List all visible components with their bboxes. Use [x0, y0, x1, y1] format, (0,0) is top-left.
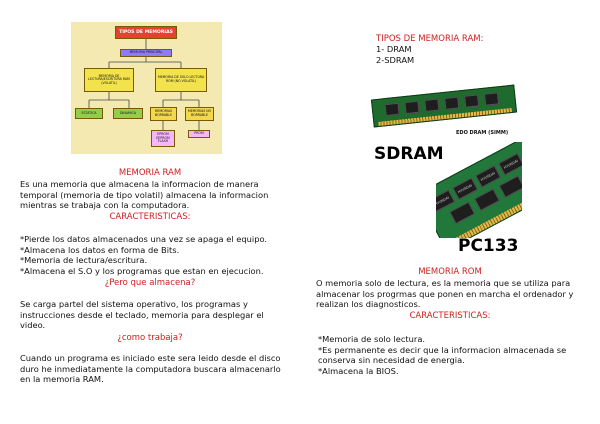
paragraph-line: Cuando un programa es iniciado este sera… — [20, 353, 281, 363]
chip-label: HYUNDAI — [480, 171, 496, 182]
chip-label: HYUNDAI — [457, 183, 473, 195]
memory-types-diagram: TIPOS DE MEMORIAS MEMORIA PRINCIPAL MEMO… — [71, 22, 222, 154]
list-item: *Almacena los datos en forma de Bits. — [20, 244, 180, 255]
pc133-label: PC133 — [458, 236, 519, 256]
diagram-title-box: TIPOS DE MEMORIAS — [115, 26, 177, 39]
what-stores-heading: ¿Pero que almacena? — [104, 278, 196, 288]
diagram-main-memory-box: MEMORIA PRINCIPAL — [120, 49, 172, 57]
list-item: *Almacena el S.O y los programas que est… — [20, 265, 264, 276]
list-item: conserva sin necesidad de energia. — [318, 355, 465, 366]
list-item: *Memoria de lectura/escritura. — [20, 255, 148, 266]
ram-intro: Es una memoria que almacena la informaci… — [20, 179, 302, 211]
diagram-connectors — [88, 39, 200, 130]
chip-label: HYUNDAI — [436, 195, 450, 207]
what-stores-text: Se carga partel del sistema operativo, l… — [20, 299, 302, 331]
rom-characteristics-heading: CARACTERISTICAS: — [409, 311, 491, 321]
list-item: *Pierde los datos almacenados una vez se… — [20, 234, 268, 244]
ram-heading: MEMORIA RAM — [118, 168, 182, 178]
diagram-dynamic-box: DINAMICA — [113, 108, 143, 119]
diagram-eprom-box: EPROM EEPROM FLASH — [151, 130, 175, 147]
paragraph-line: instrucciones desde el teclado, memoria … — [20, 309, 264, 320]
paragraph-line: video. — [20, 320, 46, 331]
rom-intro-line: O memoria solo de lectura, es la memoria… — [316, 278, 571, 288]
diagram-erasable-box: MEMORIAS BORRABLE — [150, 107, 177, 121]
list-item: *Memoria de solo lectura. — [318, 334, 426, 344]
rom-heading: MEMORIA ROM — [418, 267, 482, 277]
edo-dram-photo: EDO DRAM (SIMM) — [368, 70, 518, 140]
diagram-non-erasable-box: MEMORIAS NO BORRABLE — [185, 107, 214, 121]
sdram-photo: HYUNDAI HYUNDAI HYUNDAI HYUNDAI SDRAM PC… — [370, 140, 524, 262]
diagram-ram-box: MEMORIA DE LECTURA/ESCRITURA RAM (VOLATI… — [84, 68, 134, 92]
ram-types-heading: TIPOS DE MEMORIA RAM: — [376, 34, 484, 44]
chip-label: HYUNDAI — [503, 158, 519, 170]
list-item: *Almacena la BIOS. — [318, 365, 399, 376]
paragraph-line: Se carga partel del sistema operativo, l… — [20, 299, 248, 309]
list-item: 2-SDRAM — [376, 54, 415, 65]
rom-intro-line: almacenar los progrmas que ponen en marc… — [316, 288, 574, 299]
ram-characteristics-heading: CARACTERISTICAS: — [109, 212, 191, 222]
diagram-rom-box: MEMORIA DE SOLO LECTURA ROM (NO VOLATIL) — [155, 68, 207, 92]
diagram-static-box: ESTATICA — [75, 108, 103, 119]
ram-types-list: 1- DRAM 2-SDRAM — [376, 44, 414, 65]
rom-characteristics-list: *Memoria de solo lectura. *Es permanente… — [318, 334, 594, 376]
rom-intro: O memoria solo de lectura, es la memoria… — [316, 278, 594, 310]
how-works-heading: ¿como trabaja? — [117, 333, 183, 343]
sdram-label: SDRAM — [374, 144, 444, 164]
paragraph-line: duro he inmediatamente la computadora bu… — [20, 363, 281, 374]
edo-dram-board — [370, 84, 518, 128]
diagram-prom-box: PROM — [188, 130, 210, 138]
ram-intro-line: temporal (memoria de tipo volatil) almac… — [20, 189, 269, 200]
list-item: 1- DRAM — [376, 44, 412, 54]
edo-dram-caption: EDO DRAM (SIMM) — [456, 130, 509, 136]
list-item: *Es permanente es decir que la informaci… — [318, 344, 567, 355]
paragraph-line: en la memoria RAM. — [20, 374, 104, 385]
how-works-text: Cuando un programa es iniciado este sera… — [20, 353, 302, 385]
sdram-board: HYUNDAI HYUNDAI HYUNDAI HYUNDAI — [436, 142, 522, 238]
rom-intro-line: realizan los diagnosticos. — [316, 299, 421, 310]
ram-intro-line: Es una memoria que almacena la informaci… — [20, 179, 259, 189]
ram-characteristics-list: *Pierde los datos almacenados una vez se… — [20, 234, 302, 276]
ram-intro-line: mientras se trabaja con la computadora. — [20, 200, 190, 211]
